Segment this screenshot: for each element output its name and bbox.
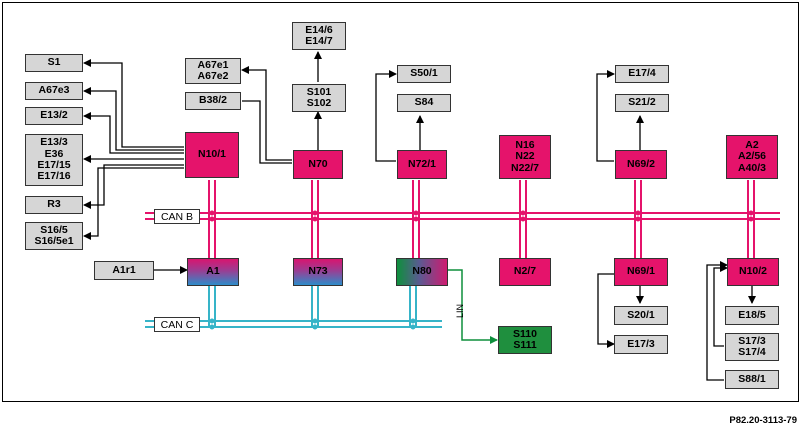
module-n16: N16 N22 N22/7 bbox=[499, 135, 551, 179]
n70-wires bbox=[241, 51, 322, 164]
module-n69-2: N69/2 bbox=[615, 150, 667, 179]
n69-1-wires bbox=[597, 273, 644, 348]
component-s84: S84 bbox=[397, 94, 451, 112]
component-a67e3: A67e3 bbox=[25, 82, 83, 100]
component-e14: E14/6 E14/7 bbox=[292, 22, 346, 50]
component-s20-1: S20/1 bbox=[614, 306, 668, 325]
can-c-junctions bbox=[209, 318, 416, 330]
component-r3: R3 bbox=[25, 196, 83, 214]
module-n69-1: N69/1 bbox=[614, 258, 668, 286]
diagram-frame bbox=[2, 2, 799, 402]
module-n80: N80 bbox=[396, 258, 448, 286]
n72-1-wires bbox=[375, 70, 424, 162]
can-b-bus bbox=[145, 180, 780, 258]
component-s1: S1 bbox=[25, 54, 83, 72]
lin-label: LIN bbox=[455, 303, 465, 318]
module-n10-1: N10/1 bbox=[185, 132, 239, 178]
lin-line bbox=[448, 269, 498, 344]
component-s110: S110 S111 bbox=[498, 326, 552, 354]
n10-2-wires bbox=[706, 261, 756, 381]
module-n70: N70 bbox=[293, 150, 343, 179]
component-s16: S16/5 S16/5e1 bbox=[25, 222, 83, 250]
component-s50-1: S50/1 bbox=[397, 65, 451, 83]
n10-1-wires bbox=[83, 59, 184, 240]
component-b38-2: B38/2 bbox=[185, 92, 241, 110]
module-n2-7: N2/7 bbox=[499, 258, 551, 286]
component-e18-5: E18/5 bbox=[725, 306, 779, 325]
component-e17-3: E17/3 bbox=[614, 335, 668, 354]
component-e13-2: E13/2 bbox=[25, 107, 83, 125]
component-s101: S101 S102 bbox=[292, 84, 346, 112]
module-n10-2: N10/2 bbox=[727, 258, 779, 286]
n69-2-wires bbox=[596, 70, 644, 162]
module-n72-1: N72/1 bbox=[397, 150, 447, 179]
module-n73: N73 bbox=[293, 258, 343, 286]
component-s88-1: S88/1 bbox=[725, 370, 779, 389]
can-c-label: CAN C bbox=[154, 317, 200, 332]
component-a67e: A67e1 A67e2 bbox=[185, 58, 241, 84]
can-b-label: CAN B bbox=[154, 209, 200, 224]
component-s21-2: S21/2 bbox=[615, 94, 669, 112]
component-e17-4: E17/4 bbox=[615, 65, 669, 83]
component-e13-group: E13/3 E36 E17/15 E17/16 bbox=[25, 134, 83, 186]
figure-reference: P82.20-3113-79 bbox=[729, 415, 797, 426]
can-b-junctions bbox=[209, 210, 754, 222]
component-a1r1: A1r1 bbox=[94, 261, 154, 280]
module-a2: A2 A2/56 A40/3 bbox=[726, 135, 778, 179]
module-a1: A1 bbox=[187, 258, 239, 286]
component-s17: S17/3 S17/4 bbox=[725, 333, 779, 361]
